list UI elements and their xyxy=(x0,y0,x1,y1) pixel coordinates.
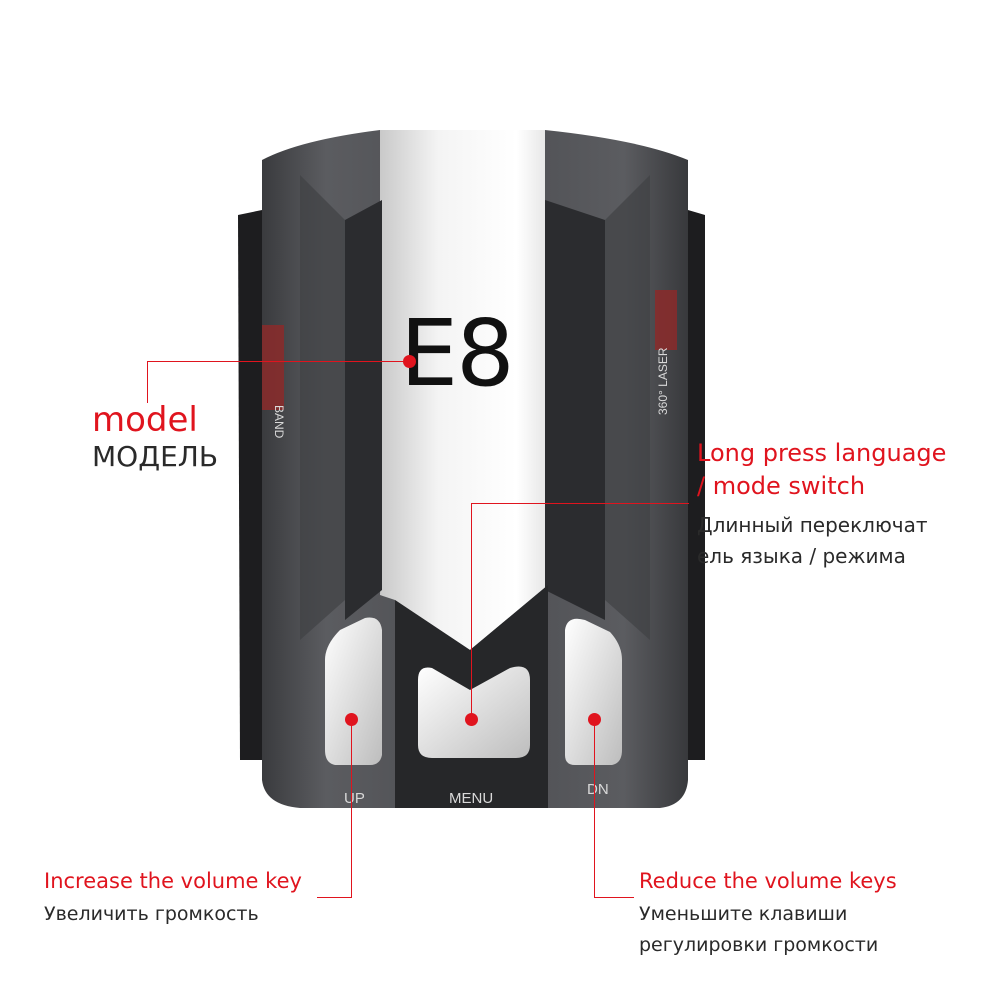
dn-callout-ru-1: Уменьшите клавиши xyxy=(639,903,848,925)
menu-callout-en-1: Long press language xyxy=(697,439,947,467)
model-callout-en: model xyxy=(92,400,198,440)
model-callout-line-v xyxy=(147,361,148,403)
menu-callout-line-h xyxy=(471,503,689,504)
menu-callout-ru-1: Длинный переключат xyxy=(697,513,928,537)
center-panel-inner-right xyxy=(545,200,605,620)
center-panel-inner-left xyxy=(345,200,382,620)
up-callout-line-h xyxy=(317,897,352,898)
model-display-text: E8 xyxy=(400,300,515,407)
menu-callout-line-v xyxy=(471,503,472,715)
up-callout-ru: Увеличить громкость xyxy=(44,903,259,925)
center-panel xyxy=(380,130,575,650)
menu-callout-ru-2: ель языка / режима xyxy=(697,544,906,568)
dn-callout-line-v xyxy=(594,719,595,897)
right-ridge xyxy=(605,175,650,640)
up-button-label: UP xyxy=(344,790,365,807)
menu-callout-dot xyxy=(465,713,478,726)
left-ridge xyxy=(300,175,345,640)
menu-button-label: MENU xyxy=(449,790,494,807)
band-label xyxy=(262,325,284,410)
menu-key[interactable] xyxy=(418,666,530,759)
laser-label xyxy=(655,290,677,350)
dn-callout-ru-2: регулировки громкости xyxy=(639,934,879,956)
device-back-ledge-right xyxy=(688,210,705,760)
model-callout-line-h xyxy=(147,361,405,362)
dn-callout-line-h xyxy=(594,897,634,898)
up-callout-line-v xyxy=(351,719,352,897)
device-back-ledge xyxy=(238,210,262,760)
model-callout-dot xyxy=(403,355,416,368)
laser-label-text: 360° LASER xyxy=(656,347,670,415)
menu-callout-en-2: / mode switch xyxy=(697,472,866,500)
model-callout-ru: МОДЕЛЬ xyxy=(92,440,219,473)
band-label-text: BAND xyxy=(272,405,286,439)
up-callout-en: Increase the volume key xyxy=(44,869,302,893)
dn-key[interactable] xyxy=(565,618,622,765)
up-key[interactable] xyxy=(325,617,382,766)
dn-callout-en: Reduce the volume keys xyxy=(639,869,897,893)
dn-button-label: DN xyxy=(587,781,609,798)
